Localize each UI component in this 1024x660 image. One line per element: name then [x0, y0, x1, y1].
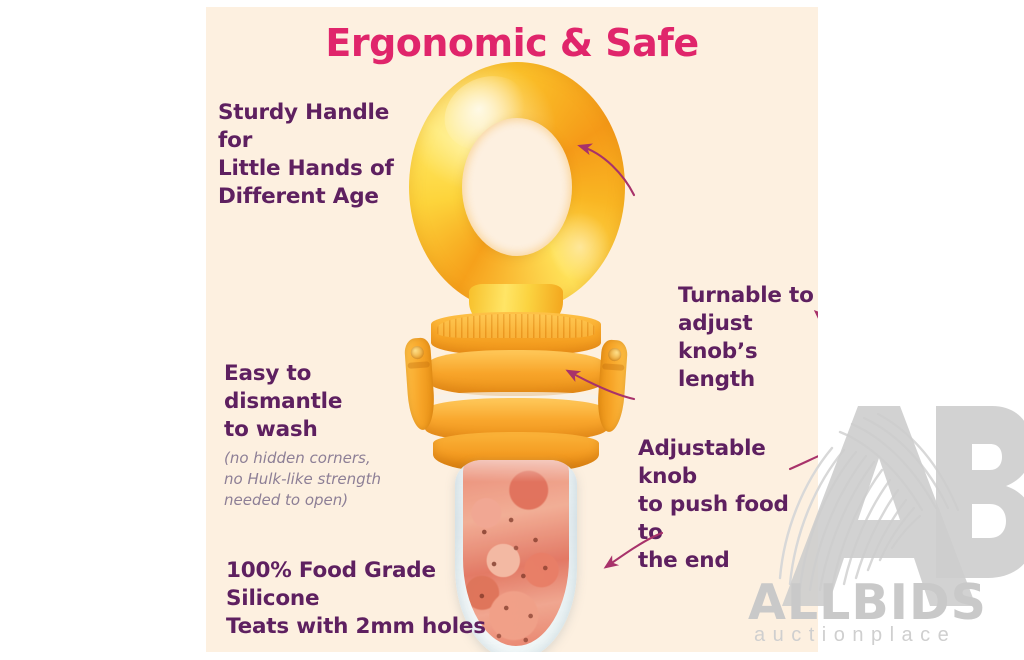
- annotation-easy-dismantle: Easy to dismantle to wash (no hidden cor…: [224, 332, 434, 539]
- collar-top-ring: [431, 312, 601, 356]
- silicone-teat: [455, 460, 577, 652]
- handle-ring-hole: [462, 118, 572, 256]
- arrow-to-collar: [813, 310, 818, 325]
- teat-holes-pattern: [455, 460, 577, 652]
- handle-gloss-highlight-secondary: [549, 212, 611, 282]
- arrow-to-clip: [565, 369, 636, 401]
- teat-rim-highlight: [455, 460, 577, 482]
- infographic-panel: Ergonomic & Safe: [206, 7, 818, 652]
- annotation-easy-dismantle-subtext: (no hidden corners, no Hulk-like strengt…: [224, 449, 382, 509]
- annotation-turnable-knob: Turnable to adjust knob’s length: [678, 283, 814, 392]
- arrow-to-knob: [788, 455, 818, 471]
- arrow-to-handle: [577, 143, 636, 197]
- collar-seam-gap: [431, 392, 601, 402]
- collar-ridge-texture: [437, 314, 595, 338]
- product-illustration: [391, 61, 641, 652]
- annotation-sturdy-handle: Sturdy Handle for Little Hands of Differ…: [218, 100, 394, 209]
- annotation-adjustable-knob: Adjustable knob to push food to the end: [638, 436, 789, 573]
- arrow-to-teat: [603, 531, 664, 569]
- handle-ring: [409, 61, 625, 312]
- annotation-easy-dismantle-main: Easy to dismantle to wash: [224, 361, 343, 442]
- page-title: Ergonomic & Safe: [325, 21, 699, 65]
- annotation-food-grade-silicone: 100% Food Grade Silicone Teats with 2mm …: [226, 558, 486, 639]
